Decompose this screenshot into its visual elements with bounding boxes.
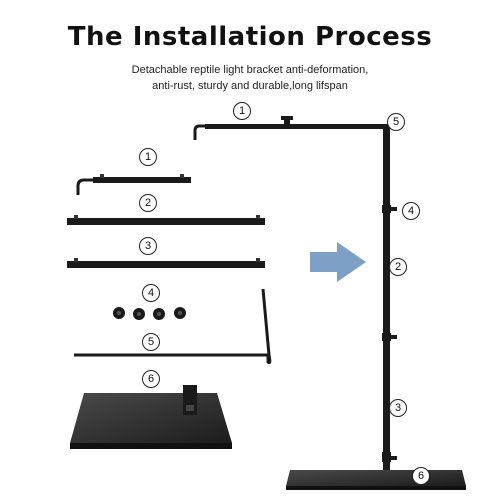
part-knobs bbox=[113, 307, 186, 320]
marker-3-right: 3 bbox=[389, 399, 407, 417]
marker-2-left: 2 bbox=[139, 194, 157, 212]
marker-3-left: 3 bbox=[139, 237, 157, 255]
marker-1-right: 1 bbox=[233, 102, 251, 120]
marker-2-right: 2 bbox=[389, 258, 407, 276]
subtitle-line-2: anti-rust, sturdy and durable,long lifsp… bbox=[152, 80, 348, 92]
part-tube-3 bbox=[67, 258, 265, 268]
part-base-plate bbox=[70, 385, 232, 449]
part-tube-2 bbox=[67, 215, 265, 225]
marker-5-right: 5 bbox=[387, 113, 405, 131]
marker-6-left: 6 bbox=[142, 370, 160, 388]
knob-4 bbox=[174, 307, 186, 319]
marker-5-left: 5 bbox=[142, 333, 160, 351]
knob-3 bbox=[153, 308, 165, 320]
subtitle-line-1: Detachable reptile light bracket anti-de… bbox=[131, 64, 369, 76]
part-hook-bar bbox=[76, 174, 191, 195]
marker-4-right: 4 bbox=[402, 202, 420, 220]
knob-1 bbox=[113, 307, 125, 319]
marker-6-right: 6 bbox=[412, 467, 430, 485]
knob-2 bbox=[133, 308, 145, 320]
page-title: The Installation Process bbox=[67, 22, 433, 52]
marker-1-left: 1 bbox=[139, 148, 157, 166]
part-l-rod bbox=[74, 288, 272, 365]
assembled-stand bbox=[193, 116, 466, 490]
arrow-icon bbox=[310, 242, 366, 282]
marker-4-left: 4 bbox=[142, 284, 160, 302]
